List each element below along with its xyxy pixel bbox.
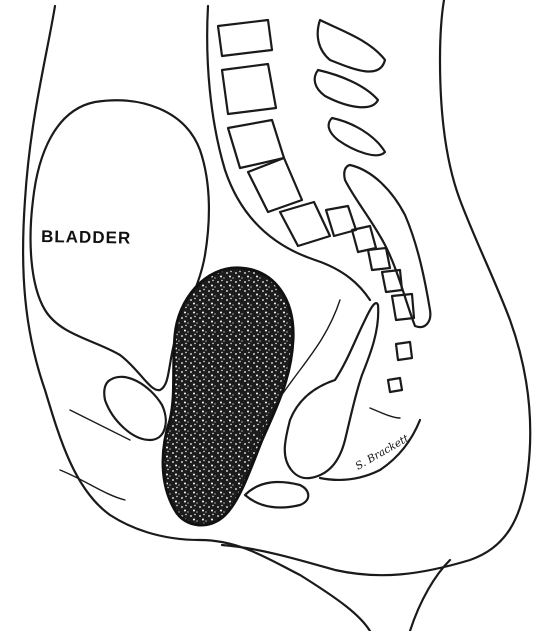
pubic-bone: [104, 377, 166, 440]
uterus-mass: [163, 268, 293, 525]
bladder-label: BLADDER: [41, 227, 131, 248]
spinous-processes: [315, 20, 385, 155]
artist-signature: S. Brackett: [354, 432, 412, 472]
rectum: [285, 303, 378, 478]
perineum: [320, 420, 420, 480]
